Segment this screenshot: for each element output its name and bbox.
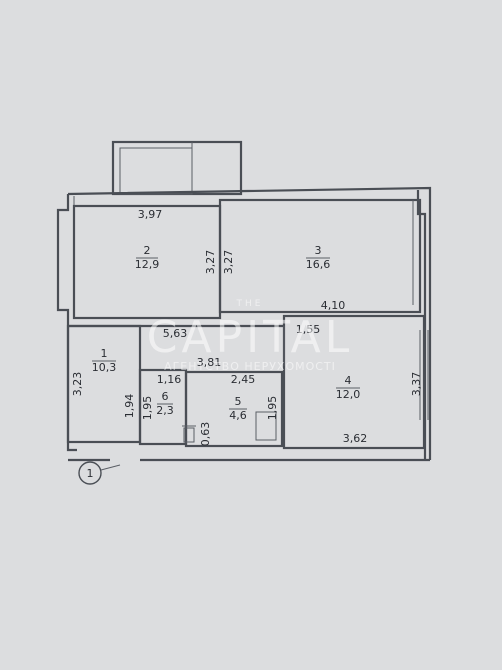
dimension-labels: 3,97 3,27 3,27 4,10 5,63 3,81 1,55 3,37 …: [71, 208, 423, 446]
balcony: [111, 140, 243, 196]
window-marks: [412, 200, 429, 420]
dim-room6-left: 1,95: [141, 396, 154, 421]
room-2-area: 12,9: [135, 258, 160, 271]
dim-room1-left: 3,23: [71, 372, 84, 397]
room-5-area: 4,6: [229, 409, 247, 422]
dim-room4-bottom: 3,62: [343, 432, 368, 445]
dim-room2-right: 3,27: [204, 250, 217, 275]
dim-room5-right: 1,95: [266, 396, 279, 421]
dim-room4-right: 3,37: [410, 372, 423, 397]
dim-room3-left: 3,27: [222, 250, 235, 275]
watermark-main: CAPITAL: [147, 312, 353, 363]
entrance-marker: 1: [78, 461, 121, 485]
watermark-sub: АГЕНТСТВО НЕРУХОМОСТІ: [164, 360, 336, 373]
room-labels: 2 12,9 3 16,6 1 10,3 6 2,3 5 4,6 4 12,0: [92, 244, 361, 422]
room-2-id: 2: [144, 244, 151, 257]
dim-room5-small: 0,63: [199, 422, 212, 447]
dim-room6-top: 1,16: [157, 373, 182, 386]
room-4-id: 4: [345, 374, 352, 387]
dim-corridor-top: 5,63: [163, 327, 188, 340]
interior-walls: [66, 198, 426, 450]
room-4-area: 12,0: [336, 388, 361, 401]
dim-room2-top: 3,97: [138, 208, 163, 221]
room-3-area: 16,6: [306, 258, 331, 271]
watermark-top: THE: [236, 299, 264, 309]
room-3-id: 3: [315, 244, 322, 257]
room-6-id: 6: [162, 390, 169, 403]
room-6-area: 2,3: [156, 404, 174, 417]
dim-room4-top: 1,55: [296, 323, 321, 336]
dim-room1-right: 1,94: [123, 394, 136, 419]
dim-room3-bottom: 4,10: [321, 299, 346, 312]
room-5-id: 5: [235, 395, 242, 408]
dim-room5-top: 2,45: [231, 373, 256, 386]
entrance-marker-label: 1: [87, 467, 94, 480]
watermark: THE CAPITAL АГЕНТСТВО НЕРУХОМОСТІ: [147, 299, 353, 373]
room-1-id: 1: [101, 347, 108, 360]
dim-corridor-mid: 3,81: [197, 356, 222, 369]
room-1-area: 10,3: [92, 361, 117, 374]
